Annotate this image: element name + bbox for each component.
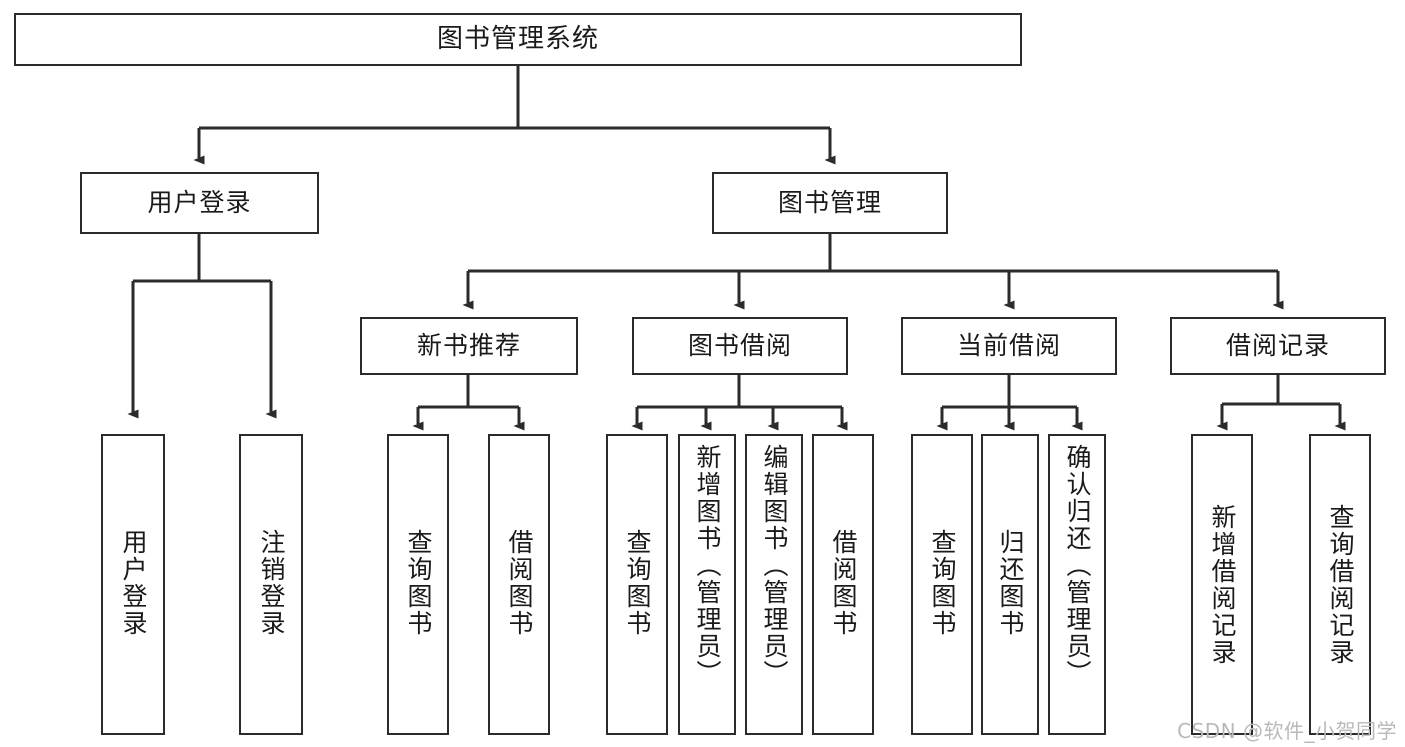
node-leaf-query-book-1-label: 查询图书 [404, 529, 433, 637]
node-leaf-query-book-2-label: 查询图书 [623, 529, 652, 637]
node-leaf-add-book[interactable]: 新增图书（管理员） [678, 434, 736, 735]
node-leaf-user-login[interactable]: 用户登录 [101, 434, 165, 735]
node-leaf-borrow-book-1-label: 借阅图书 [505, 529, 534, 637]
node-root-label: 图书管理系统 [436, 24, 599, 55]
node-leaf-query-book-3-label: 查询图书 [928, 529, 957, 637]
node-leaf-add-record[interactable]: 新增借阅记录 [1191, 434, 1253, 735]
node-leaf-add-record-label: 新增借阅记录 [1208, 503, 1237, 666]
node-user-login-label: 用户登录 [147, 188, 252, 218]
node-leaf-edit-book-label: 编辑图书（管理员） [760, 444, 789, 687]
node-leaf-borrow-book-1[interactable]: 借阅图书 [488, 434, 550, 735]
node-leaf-query-book-1[interactable]: 查询图书 [387, 434, 449, 735]
node-leaf-query-book-3[interactable]: 查询图书 [911, 434, 973, 735]
node-leaf-confirm-return[interactable]: 确认归还（管理员） [1048, 434, 1106, 735]
node-leaf-user-logout-label: 注销登录 [257, 529, 286, 637]
node-leaf-user-login-label: 用户登录 [119, 529, 148, 637]
node-leaf-borrow-book-2[interactable]: 借阅图书 [812, 434, 874, 735]
node-leaf-query-record-label: 查询借阅记录 [1326, 503, 1355, 666]
node-book-borrow[interactable]: 图书借阅 [632, 317, 848, 375]
node-leaf-borrow-book-2-label: 借阅图书 [829, 529, 858, 637]
node-leaf-query-book-2[interactable]: 查询图书 [606, 434, 668, 735]
node-borrow-record[interactable]: 借阅记录 [1170, 317, 1386, 375]
node-leaf-add-book-label: 新增图书（管理员） [693, 444, 722, 687]
csdn-watermark: CSDN @软件_小贺同学 [1177, 719, 1397, 743]
node-current-borrow[interactable]: 当前借阅 [901, 317, 1117, 375]
node-borrow-record-label: 借阅记录 [1225, 331, 1330, 361]
node-leaf-edit-book[interactable]: 编辑图书（管理员） [745, 434, 803, 735]
node-root[interactable]: 图书管理系统 [14, 13, 1022, 66]
node-new-book-recommend[interactable]: 新书推荐 [360, 317, 578, 375]
node-leaf-return-book-label: 归还图书 [996, 529, 1025, 637]
node-current-borrow-label: 当前借阅 [956, 331, 1061, 361]
node-new-book-recommend-label: 新书推荐 [416, 331, 521, 361]
node-book-manage-label: 图书管理 [777, 188, 882, 218]
node-leaf-query-record[interactable]: 查询借阅记录 [1309, 434, 1371, 735]
node-user-login[interactable]: 用户登录 [80, 172, 319, 234]
node-leaf-return-book[interactable]: 归还图书 [981, 434, 1039, 735]
node-leaf-user-logout[interactable]: 注销登录 [239, 434, 303, 735]
node-leaf-confirm-return-label: 确认归还（管理员） [1063, 444, 1092, 687]
node-book-manage[interactable]: 图书管理 [712, 172, 948, 234]
node-book-borrow-label: 图书借阅 [687, 331, 792, 361]
